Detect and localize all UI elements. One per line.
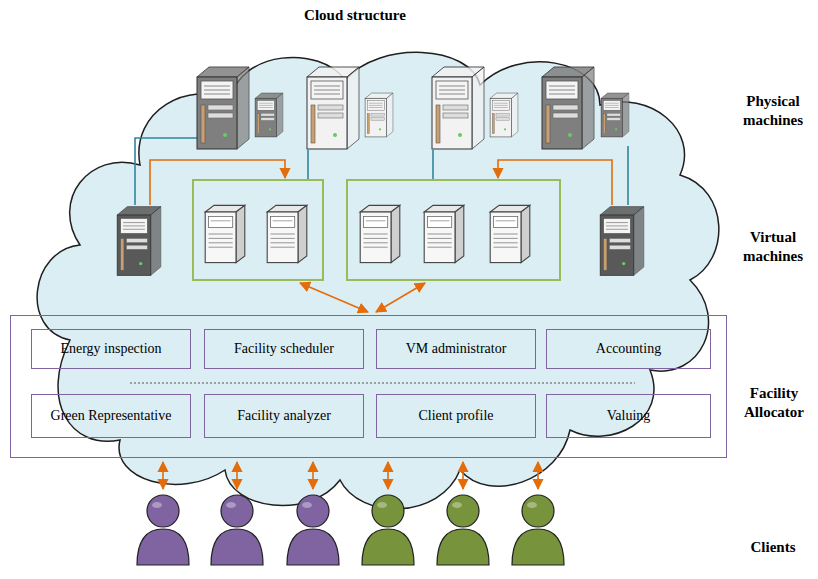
cloud-title: Cloud structure (295, 6, 415, 25)
layer-label: Physical machines (733, 92, 813, 130)
module-label: Facility analyzer (231, 408, 337, 423)
module-label: Green Representative (45, 408, 178, 423)
cloud-outline (37, 52, 719, 508)
module-box: VM administrator (376, 329, 536, 369)
module-box: Facility analyzer (204, 394, 364, 438)
client-arrow (163, 462, 538, 489)
module-box: Facility scheduler (204, 329, 364, 369)
module-box: Client profile (376, 394, 536, 438)
migration-arrow (150, 160, 612, 312)
allocator-frame: Facility AllocatorEnergy inspectionFacil… (10, 315, 727, 458)
module-box: Valuing (546, 394, 711, 438)
module-label: Energy inspection (54, 341, 167, 356)
layer-label: Virtual machines (733, 228, 813, 266)
vm-group (193, 180, 560, 280)
module-box: Accounting (546, 329, 711, 369)
module-label: Client profile (412, 408, 499, 423)
layer-label: Clients (733, 538, 813, 557)
module-label: Valuing (601, 408, 657, 423)
module-box: Energy inspection (31, 329, 191, 369)
divider-line (130, 383, 635, 384)
module-label: Accounting (590, 341, 667, 356)
module-box: Green Representative (31, 394, 191, 438)
physical-machines (117, 67, 644, 275)
client-figure (137, 495, 564, 565)
group-heading: Facility Allocator (734, 384, 814, 422)
module-label: Facility scheduler (228, 341, 340, 356)
module-label: VM administrator (400, 341, 513, 356)
